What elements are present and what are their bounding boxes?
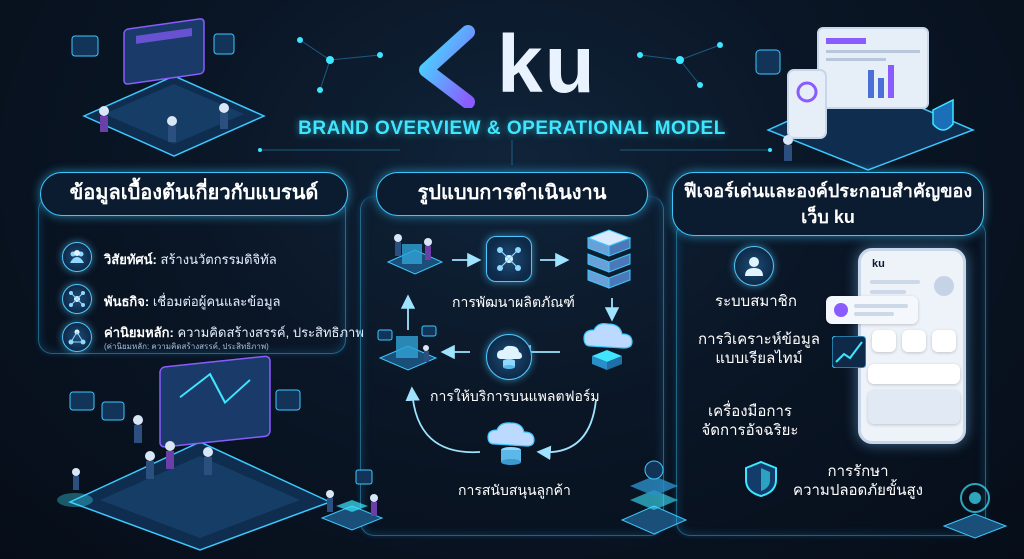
top-left-illustration bbox=[71, 18, 266, 157]
features-panel bbox=[676, 220, 986, 536]
network-node-icon bbox=[486, 236, 532, 282]
bottom-center-illustration bbox=[320, 469, 384, 531]
feature-security-line1: การรักษา bbox=[827, 463, 889, 480]
vision-label: วิสัยทัศน์: bbox=[104, 252, 157, 267]
values-label: ค่านิยมหลัก: bbox=[104, 325, 174, 340]
features-title: ฟีเจอร์เด่นและองค์ประกอบสำคัญของ เว็บ ku bbox=[672, 172, 984, 236]
phone-line bbox=[870, 290, 906, 294]
feature-security-line2: ความปลอดภัยขั้นสูง bbox=[793, 482, 923, 499]
mission-row: พันธกิจ: เชื่อมต่อผู้คนและข้อมูล bbox=[104, 291, 281, 312]
mission-text: เชื่อมต่อผู้คนและข้อมูล bbox=[152, 294, 281, 309]
vision-row: วิสัยทัศน์: สร้างนวัตกรรมดิจิทัล bbox=[104, 249, 277, 270]
feature-advanced-security: การรักษา ความปลอดภัยขั้นสูง bbox=[788, 462, 928, 500]
feature-membership: ระบบสมาชิก bbox=[715, 293, 797, 310]
phone-card-profile bbox=[826, 296, 918, 324]
phone-list-item bbox=[868, 390, 960, 424]
feature-analytics-line2: แบบเรียลไทม์ bbox=[715, 350, 803, 367]
phone-list-item bbox=[868, 364, 960, 384]
ku-logo-icon bbox=[401, 24, 475, 108]
customer-support-icon bbox=[487, 422, 535, 465]
features-title-line1: ฟีเจอร์เด่นและองค์ประกอบสำคัญของ bbox=[683, 181, 973, 201]
feature-realtime-analytics: การวิเคราะห์ข้อมูล แบบเรียลไทม์ bbox=[686, 330, 832, 368]
brand-info-title: ข้อมูลเบื้องต้นเกี่ยวกับแบรนด์ bbox=[40, 172, 348, 216]
operations-title: รูปแบบการดำเนินงาน bbox=[376, 172, 648, 216]
values-row: ค่านิยมหลัก: ความคิดสร้างสรรค์, ประสิทธิ… bbox=[104, 322, 364, 343]
vision-text: สร้างนวัตกรรมดิจิทัล bbox=[160, 252, 277, 267]
top-right-illustration bbox=[755, 27, 975, 171]
server-stack-icon bbox=[586, 229, 632, 289]
bottom-left-illustration bbox=[57, 355, 332, 551]
cycle-arrows bbox=[400, 252, 620, 461]
phone-tile-gear bbox=[932, 330, 956, 352]
values-text: ความคิดสร้างสรรค์, ประสิทธิภาพ bbox=[177, 325, 364, 340]
user-icon bbox=[734, 246, 774, 286]
brand-info-panel bbox=[38, 196, 346, 354]
feature-smart-tools: เครื่องมือการ จัดการอัจฉริยะ bbox=[690, 402, 810, 440]
phone-line bbox=[870, 280, 920, 284]
cloud-server-icon bbox=[583, 323, 633, 370]
step-product-development: การพัฒนาผลิตภัณฑ์ bbox=[452, 294, 575, 310]
feature-analytics-line1: การวิเคราะห์ข้อมูล bbox=[698, 331, 820, 348]
phone-app-title: ku bbox=[872, 258, 885, 270]
step-customer-support: การสนับสนุนลูกค้า bbox=[458, 482, 571, 498]
phone-tile-chart bbox=[902, 330, 926, 352]
mission-label: พันธกิจ: bbox=[104, 294, 150, 309]
operations-panel bbox=[360, 196, 664, 536]
page-subtitle: BRAND OVERVIEW & OPERATIONAL MODEL bbox=[298, 118, 726, 139]
product-dev-illustration bbox=[386, 234, 444, 275]
phone-tile-user bbox=[872, 330, 896, 352]
values-icon bbox=[62, 322, 92, 352]
phone-avatar-icon bbox=[934, 276, 954, 296]
features-title-line2: เว็บ ku bbox=[801, 207, 855, 227]
bottom-center-right-illustration bbox=[620, 460, 688, 535]
phone-mini-chart bbox=[832, 336, 866, 368]
cloud-database-icon bbox=[486, 334, 532, 380]
values-note: (ค่านิยมหลัก: ความคิดสร้างสรรค์, ประสิทธ… bbox=[104, 342, 269, 351]
step-platform-service: การให้บริการบนแพลตฟอร์ม bbox=[430, 388, 600, 404]
feature-tools-line2: จัดการอัจฉริยะ bbox=[701, 422, 799, 439]
network-icon bbox=[62, 284, 92, 314]
bottom-right-illustration bbox=[942, 483, 1008, 539]
shield-icon bbox=[745, 460, 777, 498]
brand-logo-text: ku bbox=[497, 19, 597, 110]
feature-tools-line1: เครื่องมือการ bbox=[707, 403, 792, 420]
platform-service-illustration bbox=[377, 325, 438, 371]
people-icon bbox=[62, 242, 92, 272]
